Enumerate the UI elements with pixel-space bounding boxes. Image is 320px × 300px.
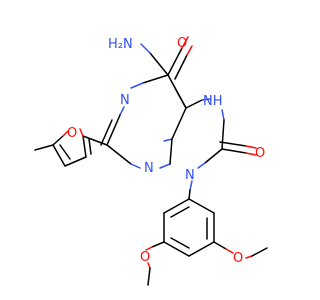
bond-lines: [34, 36, 268, 286]
molecule-structure: H₂N O NH O N N N O O O: [34, 36, 268, 286]
pyrimidine-n3-label: N: [144, 161, 154, 176]
methoxy-oxygen-label-3: O: [140, 250, 150, 265]
atom-labels: H₂N O NH O N N N O O O: [67, 36, 265, 266]
imidazole-nh-label: NH: [203, 94, 223, 109]
amide-nh2-label: H₂N: [108, 37, 133, 52]
furan-oxygen-label: O: [67, 126, 77, 141]
imidazole-n9-label: N: [185, 168, 195, 183]
carbonyl-oxygen-label: O: [255, 146, 265, 161]
methoxy-oxygen-label-4: O: [233, 251, 243, 266]
pyrimidine-n1-label: N: [120, 93, 130, 108]
amide-oxygen-label: O: [177, 36, 187, 51]
